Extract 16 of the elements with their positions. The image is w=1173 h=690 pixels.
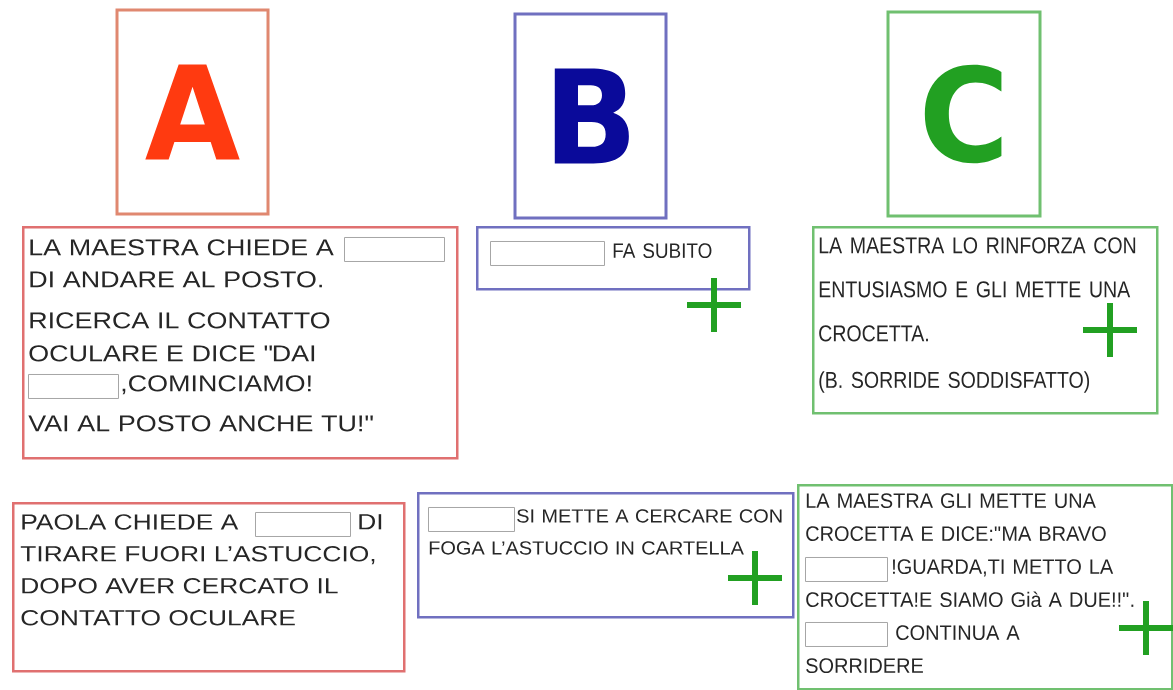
fill-in-box	[490, 241, 605, 266]
fill-in-box	[255, 512, 351, 537]
letter-box: A	[115, 8, 270, 216]
text-box: PAOLA CHIEDE A DI TIRARE FUORI L’ASTUCCIO, DOPO AVER CERCATO IL CONTATTO OCULARE	[12, 502, 406, 673]
letter-box: B	[513, 12, 668, 220]
fill-in-box	[805, 622, 888, 647]
text-box: LA MAESTRA CHIEDE A DI ANDARE AL POSTO. RICERCA IL CONTATTO OCULARE E DICE "DAI ,COMINCIAMO! VAI AL POSTO ANCHE TU!"	[22, 226, 459, 460]
fill-in-box	[428, 507, 515, 532]
text-box: LA MAESTRA GLI METTE UNA CROCETTA E DICE:"MA BRAVO !GUARDA,TI METTO LA CROCETTA!E SIAMO Già A DUE!!". CONTINUA A SORRIDERE	[797, 484, 1173, 690]
letter-box: C	[886, 10, 1042, 218]
fill-in-box	[28, 374, 119, 399]
fill-in-box	[344, 237, 445, 262]
fill-in-box	[805, 557, 888, 582]
text-box: SI METTE A CERCARE CON FOGA L’ASTUCCIO IN CARTELLA	[417, 492, 795, 619]
text-box: FA SUBITO	[476, 226, 751, 291]
text-box: LA MAESTRA LO RINFORZA CON ENTUSIASMO E GLI METTE UNA CROCETTA. (B. SORRIDE SODDISFATTO)	[812, 226, 1159, 415]
